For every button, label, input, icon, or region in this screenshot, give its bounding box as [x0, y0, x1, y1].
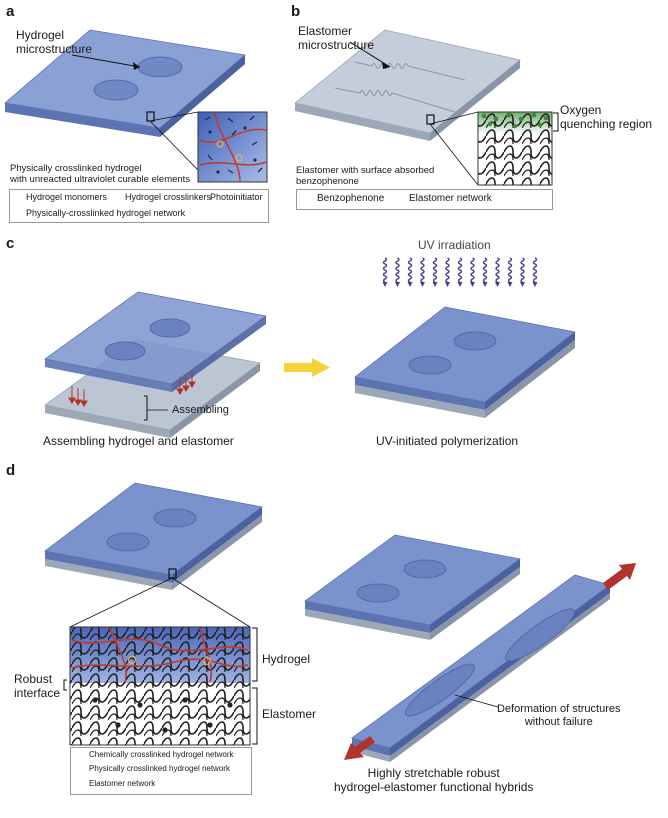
panel-c-right-slab — [354, 306, 576, 418]
panel-c-right-caption: UV-initiated polymerization — [376, 434, 519, 448]
uv-wave-head — [482, 282, 488, 287]
legend-a-network: Physically-crosslinked hydrogel network — [26, 208, 186, 218]
legend-a-monomers: Hydrogel monomers — [26, 192, 108, 202]
panel-b-letter: b — [291, 3, 301, 20]
uv-wave — [470, 257, 475, 283]
uv-wave — [495, 257, 500, 283]
uv-wave — [507, 257, 513, 283]
panel-d-red-arrows — [344, 563, 636, 760]
uv-wave-head — [432, 282, 438, 287]
panel-b-caption: Elastomer with surface absorbed benzophe… — [296, 165, 435, 187]
panel-d-letter: d — [6, 462, 16, 479]
legend-b-elastomer: Elastomer network — [409, 193, 492, 204]
panel-c-uv-label: UV irradiation — [418, 238, 491, 252]
uv-wave-head — [532, 282, 538, 287]
panel-a-caption: Physically crosslinked hydrogel with unr… — [10, 163, 191, 185]
uv-wave-head — [407, 282, 413, 287]
panel-d-zoom — [63, 626, 258, 746]
panel-d-elastomer-label: Elastomer — [262, 707, 317, 721]
panel-a-callout: Hydrogel microstructure — [16, 28, 93, 56]
uv-wave-head — [382, 282, 388, 287]
panel-c-left-caption: Assembling hydrogel and elastomer — [43, 434, 234, 448]
panel-b-zoom — [477, 111, 559, 186]
uv-wave — [420, 257, 425, 283]
panel-c-left-stack — [44, 291, 267, 438]
panel-d-bottom-caption: Highly stretchable robust hydrogel-elast… — [334, 766, 534, 794]
panel-d-middle-slab — [304, 534, 521, 640]
panel-c-uv-waves — [382, 257, 538, 287]
panel-a-legend: Hydrogel monomers Hydrogel crosslinkers … — [9, 189, 269, 223]
uv-wave — [532, 257, 538, 283]
legend-a-crosslinkers: Hydrogel crosslinkers — [125, 192, 212, 202]
legend-d-physical: Physically crosslinked hydrogel network — [89, 764, 230, 773]
uv-wave-head — [495, 282, 500, 287]
legend-b-benzophenone: Benzophenone — [317, 193, 385, 204]
uv-wave-head — [520, 282, 525, 287]
panel-c-letter: c — [6, 235, 15, 252]
panel-d-legend: Chemically crosslinked hydrogel network … — [70, 747, 252, 795]
legend-a-photoinitiator: Photoinitiator — [210, 192, 263, 202]
panel-d-deformation-label: Deformation of structures without failur… — [497, 703, 621, 728]
uv-wave-head — [457, 282, 463, 287]
uv-wave — [395, 257, 400, 283]
panel-c-assembling-label: Assembling — [172, 404, 229, 416]
legend-d-elastomer: Elastomer network — [89, 779, 156, 788]
uv-wave — [407, 257, 413, 283]
panel-d-hydrogel-label: Hydrogel — [262, 652, 311, 666]
uv-wave — [445, 257, 450, 283]
uv-wave-head — [420, 282, 425, 287]
panel-a-slab — [4, 29, 246, 171]
panel-d-robust-label: Robust interface — [14, 672, 61, 700]
uv-wave-head — [445, 282, 450, 287]
uv-wave-head — [470, 282, 475, 287]
uv-wave-head — [507, 282, 513, 287]
panel-d-top-slab — [44, 482, 263, 628]
uv-wave — [382, 257, 388, 283]
panel-b-callout: Elastomer microstructure — [298, 24, 375, 52]
legend-d-chemical: Chemically crosslinked hydrogel network — [89, 750, 234, 759]
panel-a-letter: a — [6, 3, 15, 20]
panel-d-stretched-slab — [351, 574, 611, 762]
uv-wave — [432, 257, 438, 283]
panel-b-legend: Benzophenone Elastomer network — [296, 189, 553, 210]
uv-wave — [520, 257, 525, 283]
panel-b-slab — [294, 29, 521, 186]
panel-b-oxygen-label: Oxygen quenching region — [560, 103, 653, 131]
panel-c-yellow-arrow — [284, 358, 330, 377]
uv-wave — [482, 257, 488, 283]
uv-wave-head — [395, 282, 400, 287]
panel-a-zoom — [197, 111, 268, 183]
uv-wave — [457, 257, 463, 283]
